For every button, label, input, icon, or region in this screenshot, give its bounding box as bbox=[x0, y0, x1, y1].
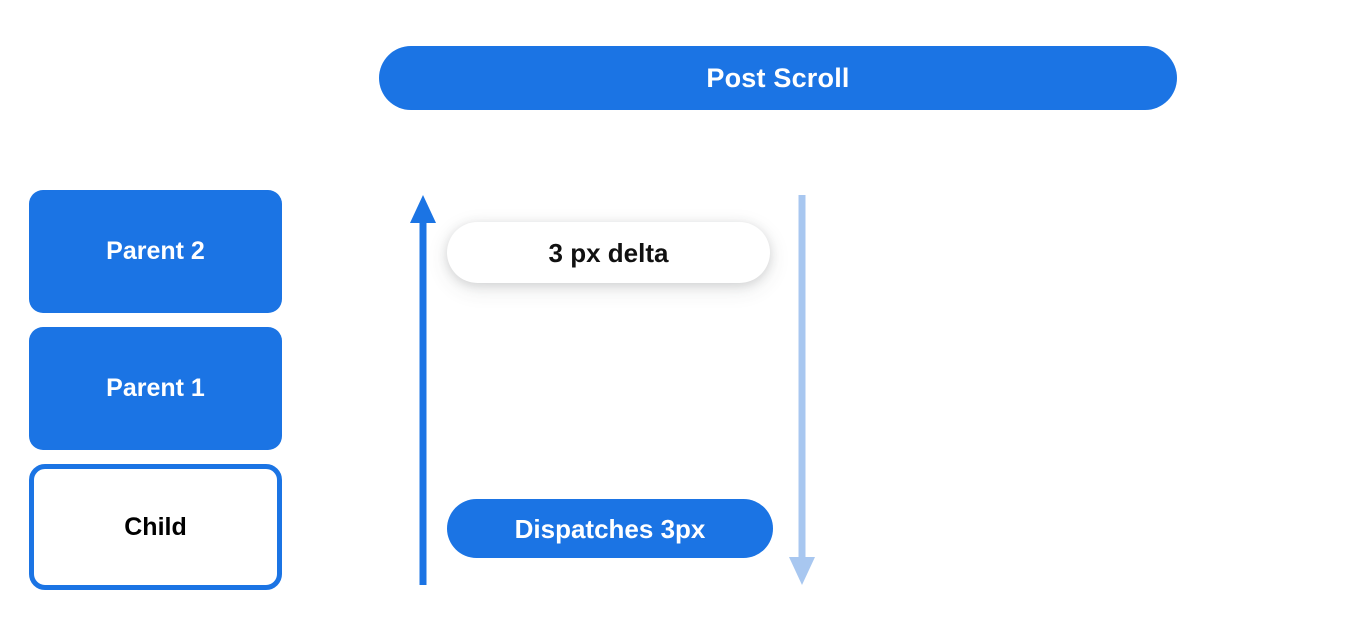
dispatch-badge: Dispatches 3px bbox=[447, 499, 773, 558]
delta-badge-label: 3 px delta bbox=[548, 237, 669, 268]
hierarchy-box-label: Parent 1 bbox=[106, 374, 205, 402]
hierarchy-box-parent-1[interactable]: Parent 1 bbox=[29, 327, 282, 450]
arrow-down-icon bbox=[789, 195, 815, 585]
arrow-up-icon bbox=[410, 195, 436, 585]
page-title: Post Scroll bbox=[706, 62, 850, 93]
hierarchy-box-parent-2[interactable]: Parent 2 bbox=[29, 190, 282, 313]
hierarchy-box-label: Parent 2 bbox=[106, 237, 205, 265]
hierarchy-stack: Parent 2 Parent 1 Child bbox=[29, 190, 282, 590]
delta-badge: 3 px delta bbox=[447, 222, 770, 283]
dispatch-badge-label: Dispatches 3px bbox=[514, 513, 706, 544]
page-title-banner: Post Scroll bbox=[379, 46, 1177, 110]
hierarchy-box-label: Child bbox=[124, 512, 187, 541]
hierarchy-box-child[interactable]: Child bbox=[29, 464, 282, 590]
